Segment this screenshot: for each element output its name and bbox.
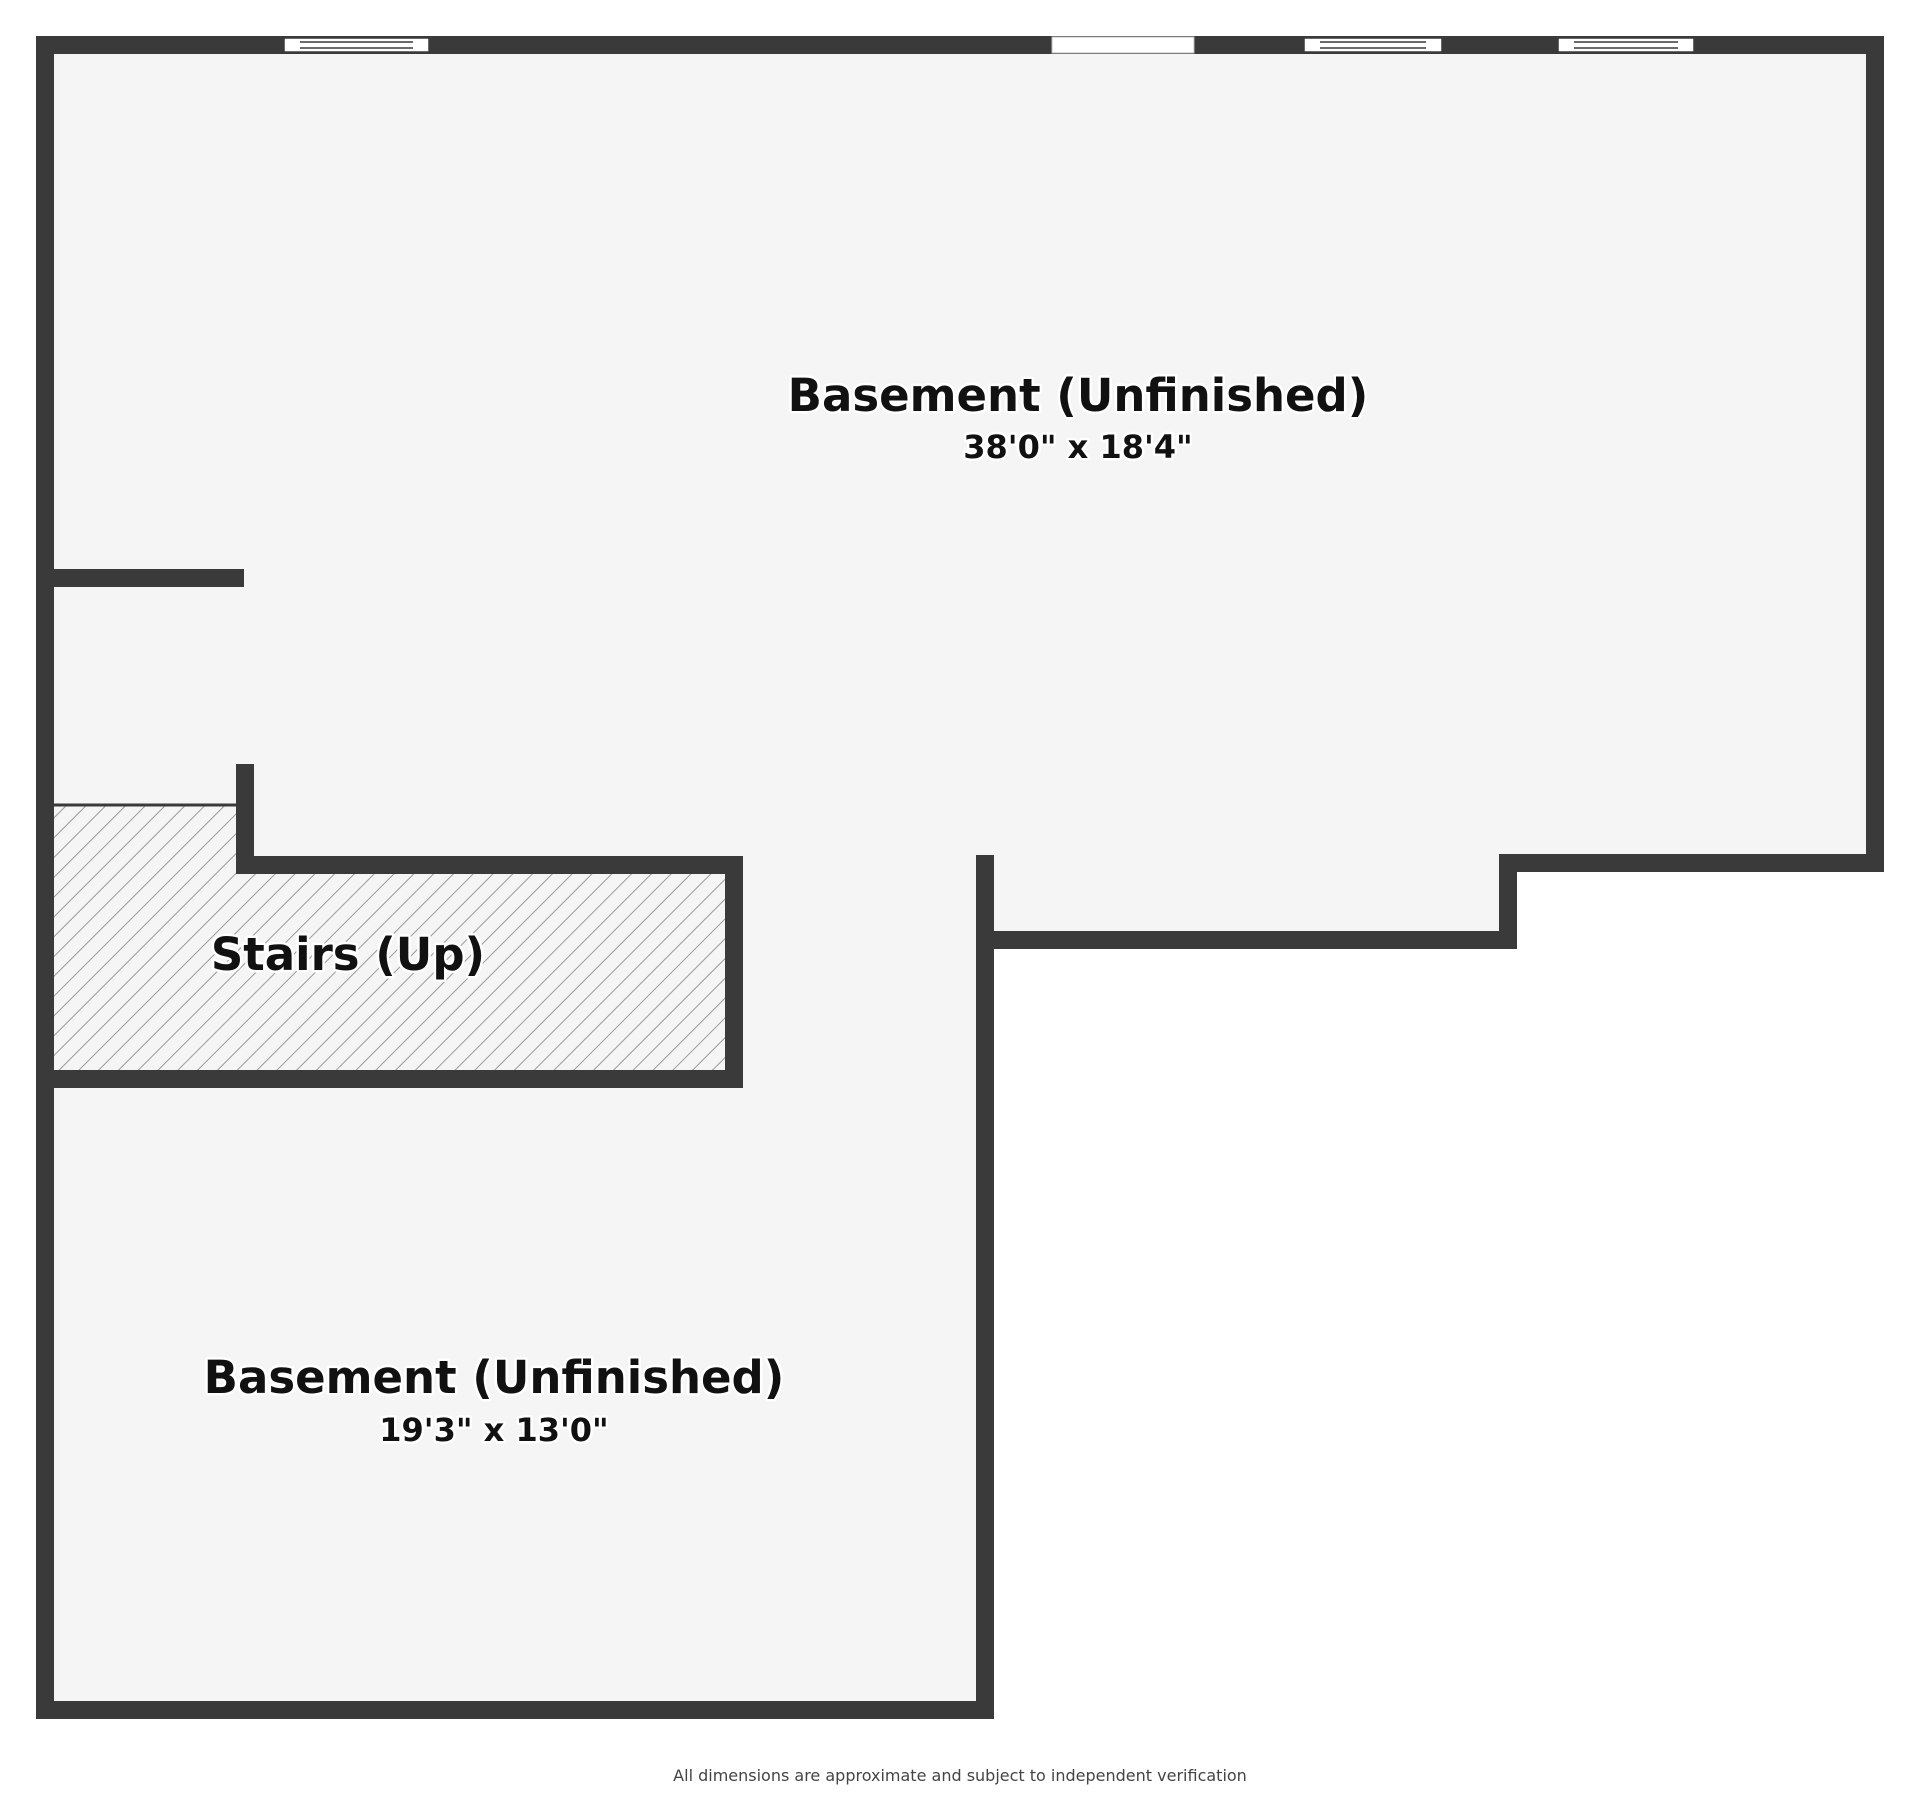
lower-basement-name: Basement (Unfinished) <box>204 1351 785 1404</box>
opening <box>1051 36 1195 54</box>
wall-left <box>36 36 54 1719</box>
lower-basement-dimensions: 19'3" x 13'0" <box>379 1411 608 1449</box>
wall-stairs-top <box>236 856 743 874</box>
floor-area <box>45 45 1875 1710</box>
main-basement-name: Basement (Unfinished) <box>788 369 1369 422</box>
wall-right <box>1866 36 1884 872</box>
wall-bottom <box>36 1701 994 1719</box>
wall-stairs-bottom <box>36 1070 743 1088</box>
wall-right-bottom <box>1499 854 1884 872</box>
wall-inner-right <box>976 855 994 1719</box>
main-basement-dimensions: 38'0" x 18'4" <box>963 428 1192 466</box>
wall-partition-left <box>36 569 244 587</box>
wall-stairs-post <box>236 764 254 874</box>
window <box>1557 37 1695 53</box>
wall-stairs-right <box>725 856 743 1088</box>
window <box>283 37 430 53</box>
window <box>1303 37 1443 53</box>
disclaimer-note: All dimensions are approximate and subje… <box>673 1766 1247 1785</box>
wall-step-bottom <box>976 931 1517 949</box>
windows <box>283 36 1695 54</box>
wall-step-vertical <box>1499 854 1517 949</box>
main-basement-floor <box>45 45 1875 1710</box>
stairs-label: Stairs (Up) <box>211 928 485 981</box>
